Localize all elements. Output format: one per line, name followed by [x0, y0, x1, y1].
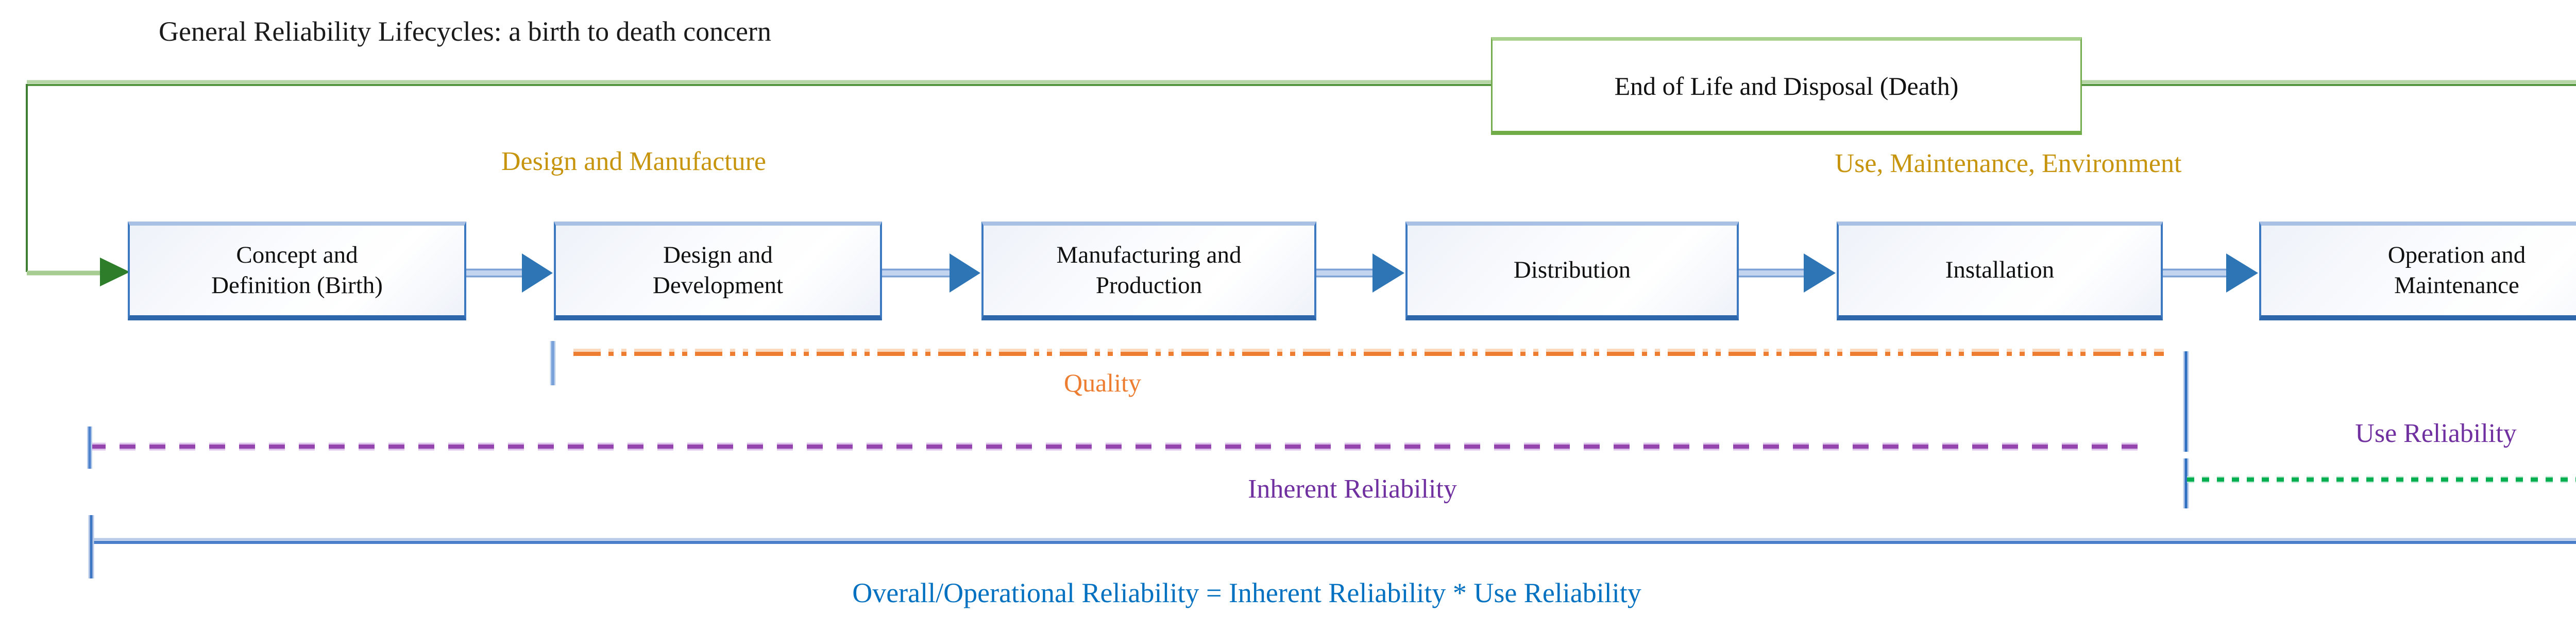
end-of-life-box: End of Life and Disposal (Death): [1491, 37, 2082, 135]
process-box-label: Concept and: [236, 241, 358, 268]
use-reliability-dotted-line: [2187, 476, 2576, 483]
process-flow-arrows: [465, 253, 2258, 293]
overall-reliability-bracket: [88, 515, 2576, 578]
blue-arrowhead-icon: [950, 253, 980, 293]
feedback-loop-line: [26, 80, 2576, 286]
process-box-label: Definition (Birth): [211, 272, 383, 299]
quality-span-label: Quality: [1064, 368, 1141, 397]
phase-label-use-maintenance-environment: Use, Maintenance, Environment: [1835, 149, 2182, 178]
arrow-manufacturing-to-distribution: [1315, 253, 1404, 293]
process-box-label: Operation and: [2387, 241, 2526, 268]
process-box-label: Production: [1095, 272, 1202, 299]
process-box-operation-maintenance: Operation and Maintenance: [2259, 221, 2576, 320]
process-box-manufacturing-production: Manufacturing and Production: [981, 221, 1316, 320]
diagram-title: General Reliability Lifecycles: a birth …: [159, 16, 772, 47]
quality-dashdot-line: [550, 341, 2164, 385]
arrow-design-to-manufacturing: [881, 253, 980, 293]
green-arrowhead-icon: [100, 258, 130, 286]
process-box-label: Maintenance: [2394, 272, 2519, 299]
inherent-reliability-dashed-line: [87, 427, 2150, 469]
process-box-label: Installation: [1945, 257, 2055, 284]
process-box-installation: Installation: [1837, 221, 2163, 320]
process-box-design-development: Design and Development: [554, 221, 882, 320]
process-box-label: Design and: [663, 241, 773, 268]
arrow-distribution-to-installation: [1738, 253, 1836, 293]
blue-arrowhead-icon: [1804, 253, 1836, 293]
overall-reliability-formula-label: Overall/Operational Reliability = Inhere…: [852, 577, 1641, 608]
phase-label-design-manufacture: Design and Manufacture: [501, 147, 767, 176]
use-reliability-span-label: Use Reliability: [2355, 419, 2517, 448]
process-box-distribution: Distribution: [1405, 221, 1739, 320]
blue-arrowhead-icon: [522, 253, 553, 293]
end-of-life-box-label: End of Life and Disposal (Death): [1614, 71, 1959, 100]
process-box-label: Development: [652, 272, 784, 299]
inherent-reliability-span-label: Inherent Reliability: [1248, 474, 1457, 504]
arrow-installation-to-operation: [2162, 253, 2258, 293]
process-box-concept-definition: Concept and Definition (Birth): [128, 221, 466, 320]
process-box-label: Distribution: [1513, 257, 1631, 284]
arrow-concept-to-design: [465, 253, 553, 293]
blue-arrowhead-icon: [1372, 253, 1404, 293]
blue-arrowhead-icon: [2226, 253, 2258, 293]
process-box-label: Manufacturing and: [1056, 241, 1242, 268]
